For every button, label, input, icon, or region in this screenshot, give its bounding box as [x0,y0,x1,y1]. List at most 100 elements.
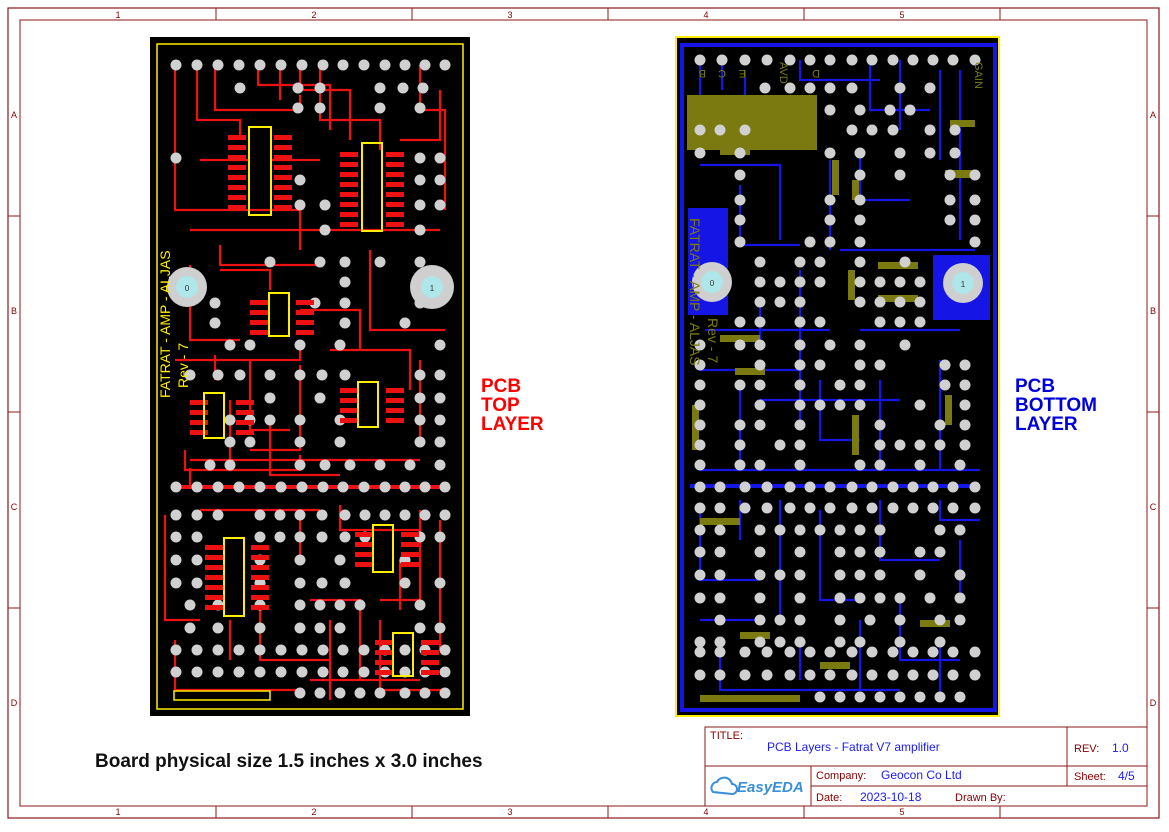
pad [714,669,726,681]
pad [854,399,866,411]
smd-pad [296,320,314,325]
pad [947,669,959,681]
pad [317,481,329,493]
smd-pad [205,565,223,570]
pad [794,459,806,471]
pad [874,459,886,471]
pad [947,646,959,658]
pad [754,256,766,268]
pad [414,599,426,611]
pad [714,502,726,514]
smd-pad [386,172,404,177]
pad [854,691,866,703]
pcb-top-layer: 0 1 FATRAT - AMP - ALJAS Rev - 7 [150,37,470,716]
pad [314,82,326,94]
smd-pad [375,640,393,645]
pad [294,369,306,381]
pad [854,636,866,648]
pad [339,577,351,589]
pad [694,54,706,66]
pad [694,481,706,493]
smd-pad [228,175,246,180]
ic-footprints [203,126,414,677]
pad [774,276,786,288]
pad [170,509,182,521]
pad [954,524,966,536]
pad [399,577,411,589]
pin-label: C [718,67,726,79]
pad [714,569,726,581]
pad [317,644,329,656]
pad [949,124,961,136]
smd-pad [236,420,254,425]
pad [191,644,203,656]
pad [294,531,306,543]
pad [212,59,224,71]
smd-pad [340,398,358,403]
pad [244,339,256,351]
pad [358,644,370,656]
pad [914,296,926,308]
pad [914,399,926,411]
pad [944,214,956,226]
smd-pad [251,575,269,580]
pad [914,569,926,581]
rev-key: REV: [1074,743,1099,755]
pad [874,546,886,558]
pad [804,646,816,658]
pad [947,481,959,493]
pad [254,59,266,71]
pad [959,379,971,391]
col-marker-top: 5 [899,10,904,20]
smd-pad [386,222,404,227]
pad [734,379,746,391]
smd-pad [401,552,419,557]
pad [374,459,386,471]
pad [714,592,726,604]
pad [292,102,304,114]
pad [814,359,826,371]
pad [774,524,786,536]
pad [439,509,451,521]
pad [334,554,346,566]
pad [254,666,266,678]
pad [866,54,878,66]
col-marker-bottom: 3 [507,807,512,817]
pad [794,256,806,268]
smd-pad [421,660,439,665]
pad [294,199,306,211]
smd-pad [401,542,419,547]
pad [854,296,866,308]
pad [734,194,746,206]
smd-pad [205,545,223,550]
pad [414,414,426,426]
pad [314,256,326,268]
pad [934,691,946,703]
pad [224,339,236,351]
pad [694,439,706,451]
pad [907,646,919,658]
pad [224,414,236,426]
pad [694,546,706,558]
pad [824,646,836,658]
pad [754,459,766,471]
pad [959,439,971,451]
pad [959,399,971,411]
pad [734,339,746,351]
pad [784,502,796,514]
pad [927,646,939,658]
pad [292,82,304,94]
pad [959,419,971,431]
pad [714,636,726,648]
pad [854,524,866,536]
smd-pad [274,195,292,200]
row-marker-right: A [1150,110,1156,120]
pad [714,124,726,136]
pad [887,502,899,514]
pad [907,669,919,681]
pad [254,481,266,493]
pad [254,644,266,656]
pad [774,614,786,626]
pad [887,669,899,681]
